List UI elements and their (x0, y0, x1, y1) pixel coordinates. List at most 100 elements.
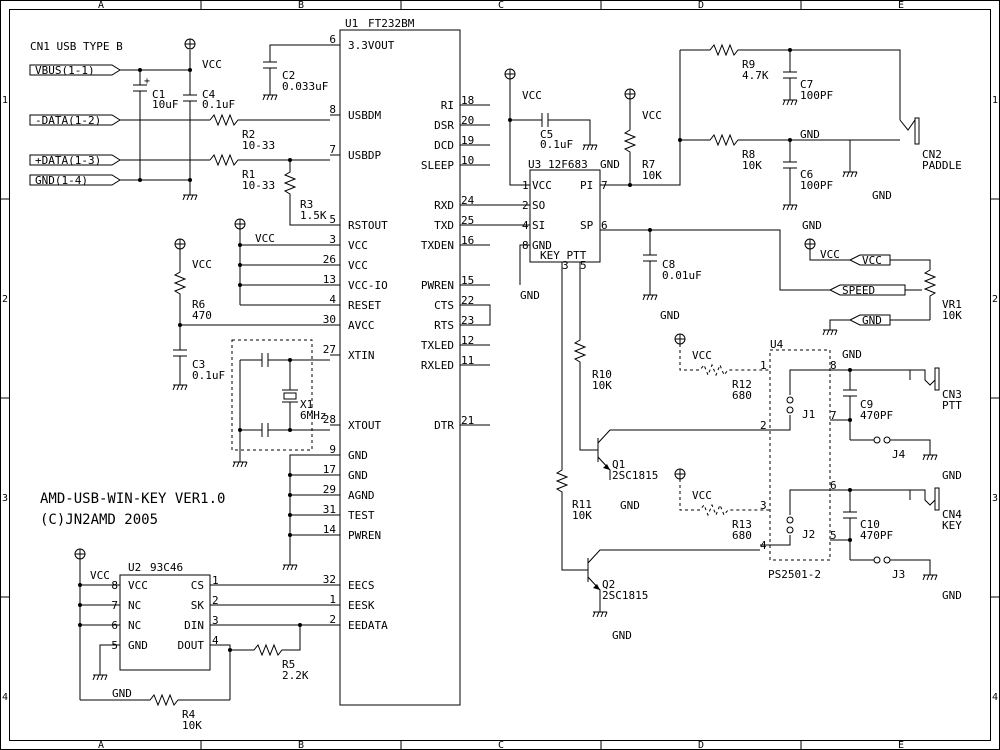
r6-resistor: VCC R6 470 (173, 238, 330, 350)
r3-value: 1.5K (300, 209, 327, 222)
vcc-label-r13: VCC (692, 489, 712, 502)
u3-pin-label-si: SI (532, 219, 545, 232)
gnd-label-paddle-top: GND (800, 128, 820, 141)
u1-pin-name: USBDM (348, 109, 381, 122)
col-label-a-bottom: A (98, 740, 104, 750)
q2-transistor: R11 10K Q2 2SC1815 GND (555, 262, 760, 642)
u1-pin-number: 24 (461, 194, 475, 207)
u1-pin-number: 12 (461, 334, 474, 347)
u1-pin-number: 31 (323, 503, 336, 516)
vr1-value: 10K (942, 309, 962, 322)
c2-value: 0.033uF (282, 80, 328, 93)
vcc-label-vr1: VCC (820, 248, 840, 261)
r4-value: 10K (182, 719, 202, 732)
r7-ref: R7 (642, 158, 655, 171)
r8-ref: R8 (742, 148, 755, 161)
j2-label: J2 (802, 528, 815, 541)
u3-pin-label-gnd: GND (532, 239, 552, 252)
u1-pin-number: 4 (329, 293, 336, 306)
u3-pin-num-5: 5 (580, 259, 587, 272)
drawing-copyright: (C)JN2AMD 2005 (40, 512, 158, 528)
vcc-label-r12: VCC (692, 349, 712, 362)
u2-pin-name: DIN (184, 619, 204, 632)
u1-pin-name: PWREN (421, 279, 454, 292)
u1-pin-number: 18 (461, 94, 474, 107)
u1-pin-number: 3 (329, 233, 336, 246)
vcc-label-r6: VCC (192, 258, 212, 271)
speed-network: C8 0.01uF GND SPEED GND VCC VCC GND VR1 … (600, 219, 962, 336)
u1-pin-number: 1 (329, 593, 336, 606)
u2-pin-number: 1 (212, 574, 219, 587)
gnd-label-q2: GND (612, 629, 632, 642)
u4-pin-2: 2 (760, 419, 767, 432)
cn1-signal-vbus: VBUS(1-1) (35, 64, 95, 77)
row-label-1: 1 (2, 95, 8, 106)
u3-pin-label-so: SO (532, 199, 545, 212)
u1-pin-name: 3.3VOUT (348, 39, 395, 52)
col-label-b: B (298, 0, 304, 11)
u3-bottom-label: KEY PTT (540, 249, 587, 262)
col-label-d: D (698, 0, 704, 11)
u3-pin-num-2: 2 (522, 199, 529, 212)
u1-pin-name: SLEEP (421, 159, 454, 172)
u1-pin-number: 15 (461, 274, 474, 287)
vcc-power-symbol: VCC (184, 38, 222, 71)
u1-pin-name: USBDP (348, 149, 381, 162)
u2-pin-number: 8 (111, 579, 118, 592)
q1-value: 2SC1815 (612, 469, 658, 482)
c2-capacitor: C2 0.033uF (262, 44, 330, 101)
r1-resistor: R1 10-33 (209, 153, 330, 192)
j1-label: J1 (802, 408, 815, 421)
u1-pin-name: XTIN (348, 349, 375, 362)
col-label-a: A (98, 0, 104, 11)
row-label-4-right: 4 (992, 692, 998, 703)
j3-label: J3 (892, 568, 905, 581)
u1-pin-name: XTOUT (348, 419, 381, 432)
u1-pin-number: 8 (329, 103, 336, 116)
u2-pin-number: 7 (111, 599, 118, 612)
u2-pin-number: 2 (212, 594, 219, 607)
r3-resistor: R3 1.5K (283, 160, 330, 226)
u1-pin-name: TXLED (421, 339, 454, 352)
col-label-c: C (498, 0, 504, 11)
u1-pin-name: AVCC (348, 319, 375, 332)
c9-ref: C9 (860, 398, 873, 411)
gnd-net-tag: GND (862, 314, 882, 327)
gnd-label-q1: GND (620, 499, 640, 512)
c9-value: 470PF (860, 409, 893, 422)
u4-ref: U4 (770, 338, 784, 351)
u2-pin-name: VCC (128, 579, 148, 592)
r9-value: 4.7K (742, 69, 769, 82)
u1-pin-name: RSTOUT (348, 219, 388, 232)
vcc-label-u2: VCC (90, 569, 110, 582)
u3-pin-label-vcc: VCC (532, 179, 552, 192)
u1-pin-number: 29 (323, 483, 336, 496)
cn1-usb-connector: CN1 USB TYPE B VBUS(1-1) -DATA(1-2) +DAT… (29, 40, 123, 187)
u1-pin-name: VCC (348, 259, 368, 272)
c7-ref: C7 (800, 78, 813, 91)
u1-pin-name: CTS (434, 299, 454, 312)
u2-pin-name: DOUT (178, 639, 205, 652)
u1-pin-number: 10 (461, 154, 474, 167)
u1-pin-name: DCD (434, 139, 454, 152)
gnd-symbol-usb (182, 194, 198, 201)
c1-capacitor: + C1 10uF (133, 76, 179, 111)
r2-ref: R2 (242, 128, 255, 141)
r2-resistor: R2 10-33 (209, 113, 330, 152)
u1-pin-number: 13 (323, 273, 336, 286)
cn4-key-jack: C10 470PF CN4 KEY J3 GND (830, 487, 962, 602)
cn3-ref: CN3 (942, 388, 962, 401)
drawing-title: AMD-USB-WIN-KEY VER1.0 (40, 491, 225, 507)
q1-ref: Q1 (612, 458, 625, 471)
u1-vcc-wiring: VCC (234, 218, 330, 306)
c3-ref: C3 (192, 358, 205, 371)
u1-pin-name: EEDATA (348, 619, 388, 632)
gnd-label-cn4: GND (942, 589, 962, 602)
r8-value: 10K (742, 159, 762, 172)
r13-resistor: VCC R13 680 (674, 468, 770, 542)
u3-pin-label-sp: SP (580, 219, 594, 232)
r10-ref: R10 (592, 368, 612, 381)
